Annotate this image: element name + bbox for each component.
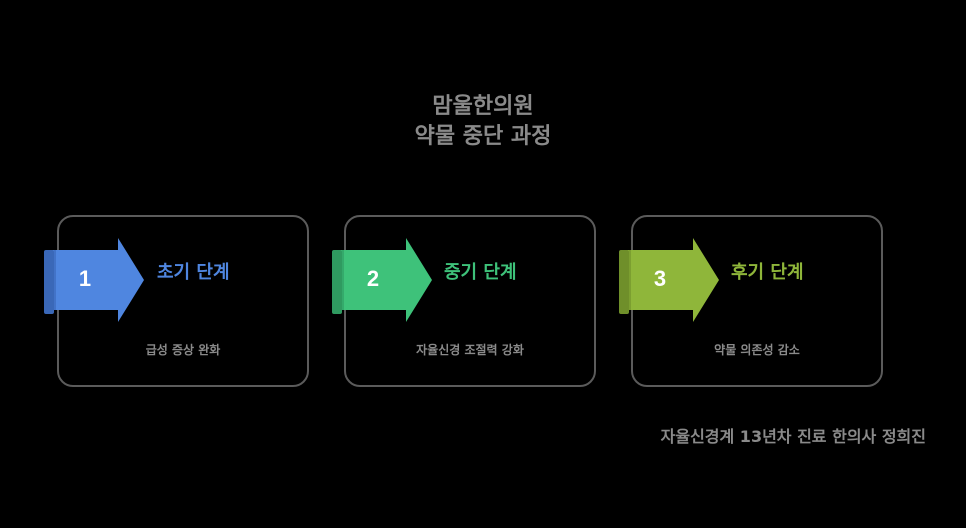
stage-title-3: 후기 단계 — [731, 262, 804, 283]
diagram-title-line-1: 맘울한의원 — [432, 94, 534, 119]
stage-description-2: 자율신경 조절력 강화 — [416, 343, 524, 357]
stage-number-1: 1 — [78, 266, 92, 291]
stage-title-2: 중기 단계 — [444, 262, 517, 283]
footer-note: 자율신경계 13년차 진료 한의사 정희진 — [660, 427, 926, 446]
stage-number-3: 3 — [653, 266, 667, 291]
stage-arrow-3 — [619, 238, 719, 322]
stage-number-2: 2 — [366, 266, 380, 291]
stage-title-1: 초기 단계 — [157, 262, 230, 283]
diagram-title-line-2: 약물 중단 과정 — [414, 124, 552, 149]
stage-arrow-2 — [332, 238, 432, 322]
stage-arrow-1 — [44, 238, 144, 322]
stage-description-3: 약물 의존성 감소 — [714, 343, 800, 357]
stage-description-1: 급성 증상 완화 — [145, 343, 221, 357]
